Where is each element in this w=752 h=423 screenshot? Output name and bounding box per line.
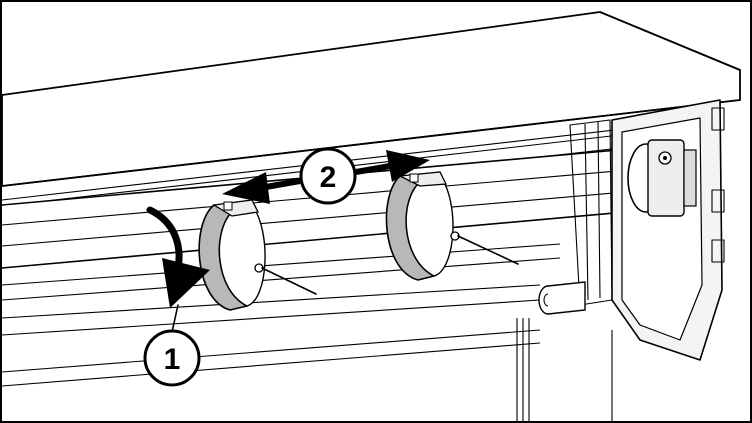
end-bracket — [569, 99, 725, 361]
rotate-arrow-icon — [146, 206, 210, 333]
double-arrow-icon — [222, 150, 430, 204]
step-badge-2: 2 — [299, 147, 357, 205]
step-badge-1: 1 — [143, 329, 201, 387]
left-clip-ring — [198, 199, 317, 311]
shutter-curtain — [516, 318, 613, 423]
right-clip-ring — [385, 171, 519, 281]
box-top-panel — [1, 11, 741, 201]
guide-rails — [1, 243, 561, 387]
step-number-2: 2 — [320, 161, 337, 194]
bearing-roller — [538, 281, 586, 315]
motor-head — [627, 139, 697, 217]
step-number-1: 1 — [164, 343, 181, 376]
